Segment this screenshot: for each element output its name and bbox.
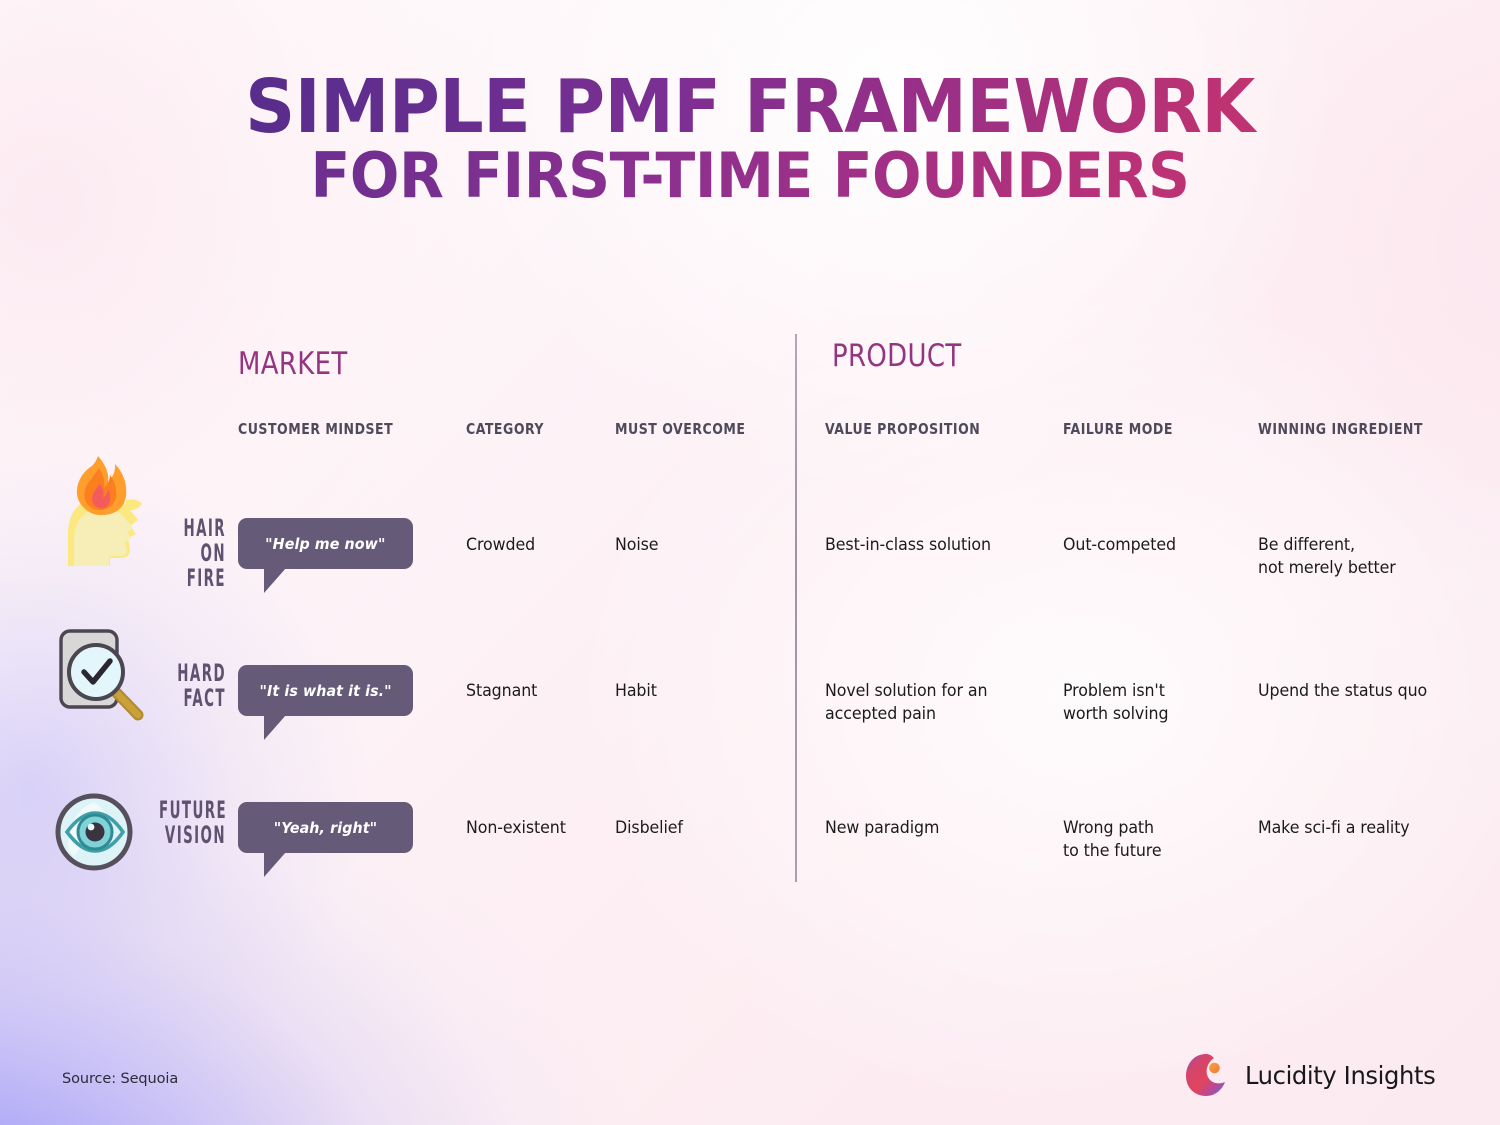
market-product-divider — [795, 334, 797, 882]
column-header-value-proposition: VALUE PROPOSITION — [825, 420, 981, 438]
lucidity-crescent-logo — [1184, 1052, 1228, 1098]
row-label-hair-on-fire: HAIR ON FIRE — [183, 514, 226, 592]
cell-winning-ingredient: Upend the status quo — [1258, 681, 1428, 700]
cell-winning-ingredient: Make sci-fi a reality — [1258, 818, 1410, 837]
title-line-1: SIMPLE PMF FRAMEWORK — [45, 70, 1455, 144]
cell-winning-ingredient: Be different, not merely better — [1258, 535, 1396, 578]
bubble-tail — [264, 852, 286, 877]
cell-value-proposition: Best-in-class solution — [825, 535, 991, 554]
hard-fact-icon — [54, 625, 164, 729]
brand-lockup: Lucidity Insights — [1184, 1052, 1438, 1098]
source-credit: Source: Sequoia — [62, 1071, 179, 1087]
cell-failure-mode: Wrong path to the future — [1063, 818, 1162, 861]
mindset-bubble-hair-on-fire: "Help me now" — [238, 518, 413, 593]
mindset-quote: "Help me now" — [265, 534, 386, 553]
mindset-quote: "Yeah, right" — [273, 818, 378, 837]
section-header-product: PRODUCT — [832, 338, 962, 374]
brand-name: Lucidity Insights — [1244, 1060, 1436, 1090]
page-title: SIMPLE PMF FRAMEWORK FOR FIRST-TIME FOUN… — [0, 70, 1500, 206]
row-label-hard-fact: HARD FACT — [177, 659, 226, 712]
title-line-2: FOR FIRST-TIME FOUNDERS — [45, 144, 1455, 206]
cell-category: Stagnant — [466, 681, 538, 700]
mindset-quote: "It is what it is." — [259, 681, 392, 700]
cell-failure-mode: Problem isn't worth solving — [1063, 681, 1169, 724]
column-header-customer-mindset: CUSTOMER MINDSET — [238, 420, 394, 438]
column-header-failure-mode: FAILURE MODE — [1063, 420, 1173, 438]
cell-value-proposition: Novel solution for an accepted pain — [825, 681, 988, 724]
cell-must-overcome: Noise — [615, 535, 659, 554]
hair-on-fire-icon — [54, 448, 164, 568]
cell-category: Crowded — [466, 535, 536, 554]
bubble-tail — [264, 568, 286, 593]
section-header-market: MARKET — [238, 346, 348, 382]
mindset-bubble-future-vision: "Yeah, right" — [238, 802, 413, 877]
column-header-category: CATEGORY — [466, 420, 545, 438]
row-label-future-vision: FUTURE VISION — [159, 796, 228, 849]
bubble-tail — [264, 715, 286, 740]
cell-must-overcome: Habit — [615, 681, 657, 700]
column-header-must-overcome: MUST OVERCOME — [615, 420, 746, 438]
mindset-bubble-hard-fact: "It is what it is." — [238, 665, 413, 740]
cell-failure-mode: Out-competed — [1063, 535, 1176, 554]
future-vision-icon — [54, 790, 164, 874]
column-header-winning-ingredient: WINNING INGREDIENT — [1258, 420, 1424, 438]
cell-must-overcome: Disbelief — [615, 818, 683, 837]
cell-value-proposition: New paradigm — [825, 818, 940, 837]
cell-category: Non-existent — [466, 818, 566, 837]
